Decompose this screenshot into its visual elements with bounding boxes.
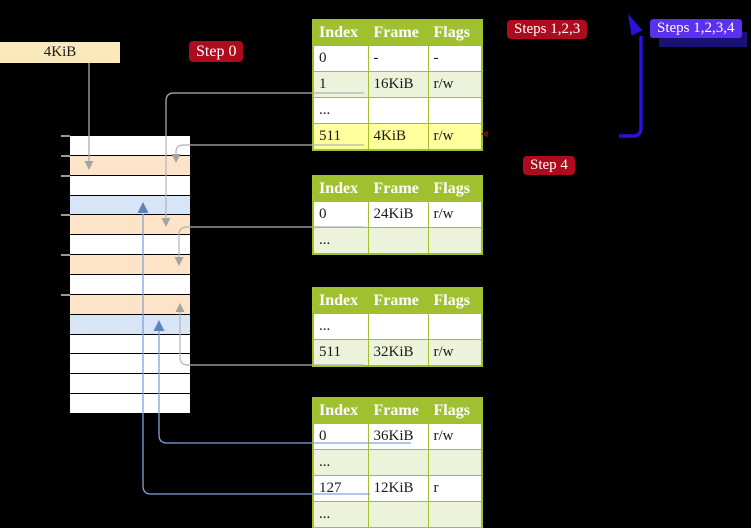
frame-size-label: 4KiB (0, 42, 120, 63)
cell-flags: r/w (427, 423, 483, 450)
column-header-index: Index (312, 175, 369, 202)
memory-row (70, 275, 190, 294)
cell-frame: 36KiB (367, 423, 429, 450)
table-header-row: Index Frame Flags (312, 175, 483, 202)
table-row: ... (312, 313, 483, 340)
cell-frame: 4KiB (367, 123, 429, 151)
cell-frame (367, 97, 429, 124)
memory-row (70, 374, 190, 394)
table-row: ... (312, 97, 483, 124)
steps-loop-arrow (619, 36, 643, 138)
step-0-badge: Step 0 (189, 41, 244, 62)
memory-row (70, 354, 190, 374)
memory-row-16KiB (70, 215, 190, 235)
cell-flags: r/w (427, 201, 483, 228)
column-header-frame: Frame (367, 19, 429, 46)
memory-row-36KiB (70, 314, 190, 334)
cell-flags (427, 227, 483, 255)
column-header-index: Index (312, 19, 369, 46)
step-4-badge: Step 4 (523, 156, 575, 175)
cell-flags: r/w (427, 71, 483, 98)
page-table-1: Index Frame Flags 0 - - 1 16KiB r/w ... … (312, 19, 483, 151)
cell-frame (367, 313, 429, 340)
memory-tick (61, 155, 70, 157)
column-header-frame: Frame (367, 175, 429, 202)
cell-flags (427, 97, 483, 124)
column-header-flags: Flags (427, 287, 483, 314)
cell-index: ... (312, 227, 369, 255)
cell-flags: r/w (427, 339, 483, 367)
cell-frame: 12KiB (367, 475, 429, 502)
cell-frame (367, 501, 429, 528)
memory-tick (61, 254, 70, 256)
memory-row-4KiB (70, 155, 190, 175)
cell-frame: 24KiB (367, 201, 429, 228)
cell-index: 0 (312, 201, 369, 228)
page-table-2: Index Frame Flags 0 24KiB r/w ... (312, 175, 483, 255)
cell-flags (427, 449, 483, 476)
cell-frame: - (367, 45, 429, 72)
page-table-4: Index Frame Flags 0 36KiB r/w ... 127 12… (312, 397, 483, 528)
steps-123-badge: Steps 1,2,3 (507, 20, 588, 39)
cell-flags: r (427, 475, 483, 502)
memory-row (70, 394, 190, 414)
table-row-highlighted: 511 4KiB r/w (312, 123, 483, 151)
cell-flags: r/w (427, 123, 483, 151)
table-row: 127 12KiB r (312, 475, 483, 502)
cell-flags (427, 501, 483, 528)
cell-frame: 32KiB (367, 339, 429, 367)
column-header-flags: Flags (427, 397, 483, 424)
cell-index: 0 (312, 45, 369, 72)
memory-row (70, 235, 190, 255)
physical-memory-column (70, 136, 190, 414)
memory-tick (61, 294, 70, 296)
cell-index: ... (312, 97, 369, 124)
cell-index: 127 (312, 475, 369, 502)
table-header-row: Index Frame Flags (312, 19, 483, 46)
arrow-up-left-icon (628, 14, 643, 36)
table-header-row: Index Frame Flags (312, 287, 483, 314)
table-row: 0 36KiB r/w (312, 423, 483, 450)
cell-flags (427, 313, 483, 340)
memory-tick (61, 214, 70, 216)
memory-row (70, 136, 190, 155)
column-header-index: Index (312, 287, 369, 314)
memory-tick (61, 135, 70, 137)
memory-tick (61, 175, 70, 177)
cell-index: 511 (312, 123, 369, 151)
cell-index: 0 (312, 423, 369, 450)
cell-index: 511 (312, 339, 369, 367)
memory-row-32KiB (70, 294, 190, 314)
steps-1234-badge: Steps 1,2,3,4 (650, 19, 742, 38)
cell-index: ... (312, 501, 369, 528)
table-header-row: Index Frame Flags (312, 397, 483, 424)
column-header-index: Index (312, 397, 369, 424)
cell-index: ... (312, 449, 369, 476)
memory-row (70, 175, 190, 195)
table-row: ... (312, 449, 483, 476)
cell-frame (367, 449, 429, 476)
table-row: ... (312, 227, 483, 255)
cell-frame: 16KiB (367, 71, 429, 98)
table-row: 1 16KiB r/w (312, 71, 483, 98)
cell-frame (367, 227, 429, 255)
cell-index: 1 (312, 71, 369, 98)
memory-row (70, 334, 190, 354)
page-table-3: Index Frame Flags ... 511 32KiB r/w (312, 287, 483, 367)
cell-index: ... (312, 313, 369, 340)
table-row: 0 24KiB r/w (312, 201, 483, 228)
column-header-flags: Flags (427, 175, 483, 202)
memory-row-12KiB (70, 195, 190, 215)
cell-flags: - (427, 45, 483, 72)
table-row: ... (312, 501, 483, 528)
column-header-frame: Frame (367, 397, 429, 424)
memory-row-24KiB (70, 255, 190, 275)
column-header-flags: Flags (427, 19, 483, 46)
table-row: 511 32KiB r/w (312, 339, 483, 367)
table-row: 0 - - (312, 45, 483, 72)
column-header-frame: Frame (367, 287, 429, 314)
